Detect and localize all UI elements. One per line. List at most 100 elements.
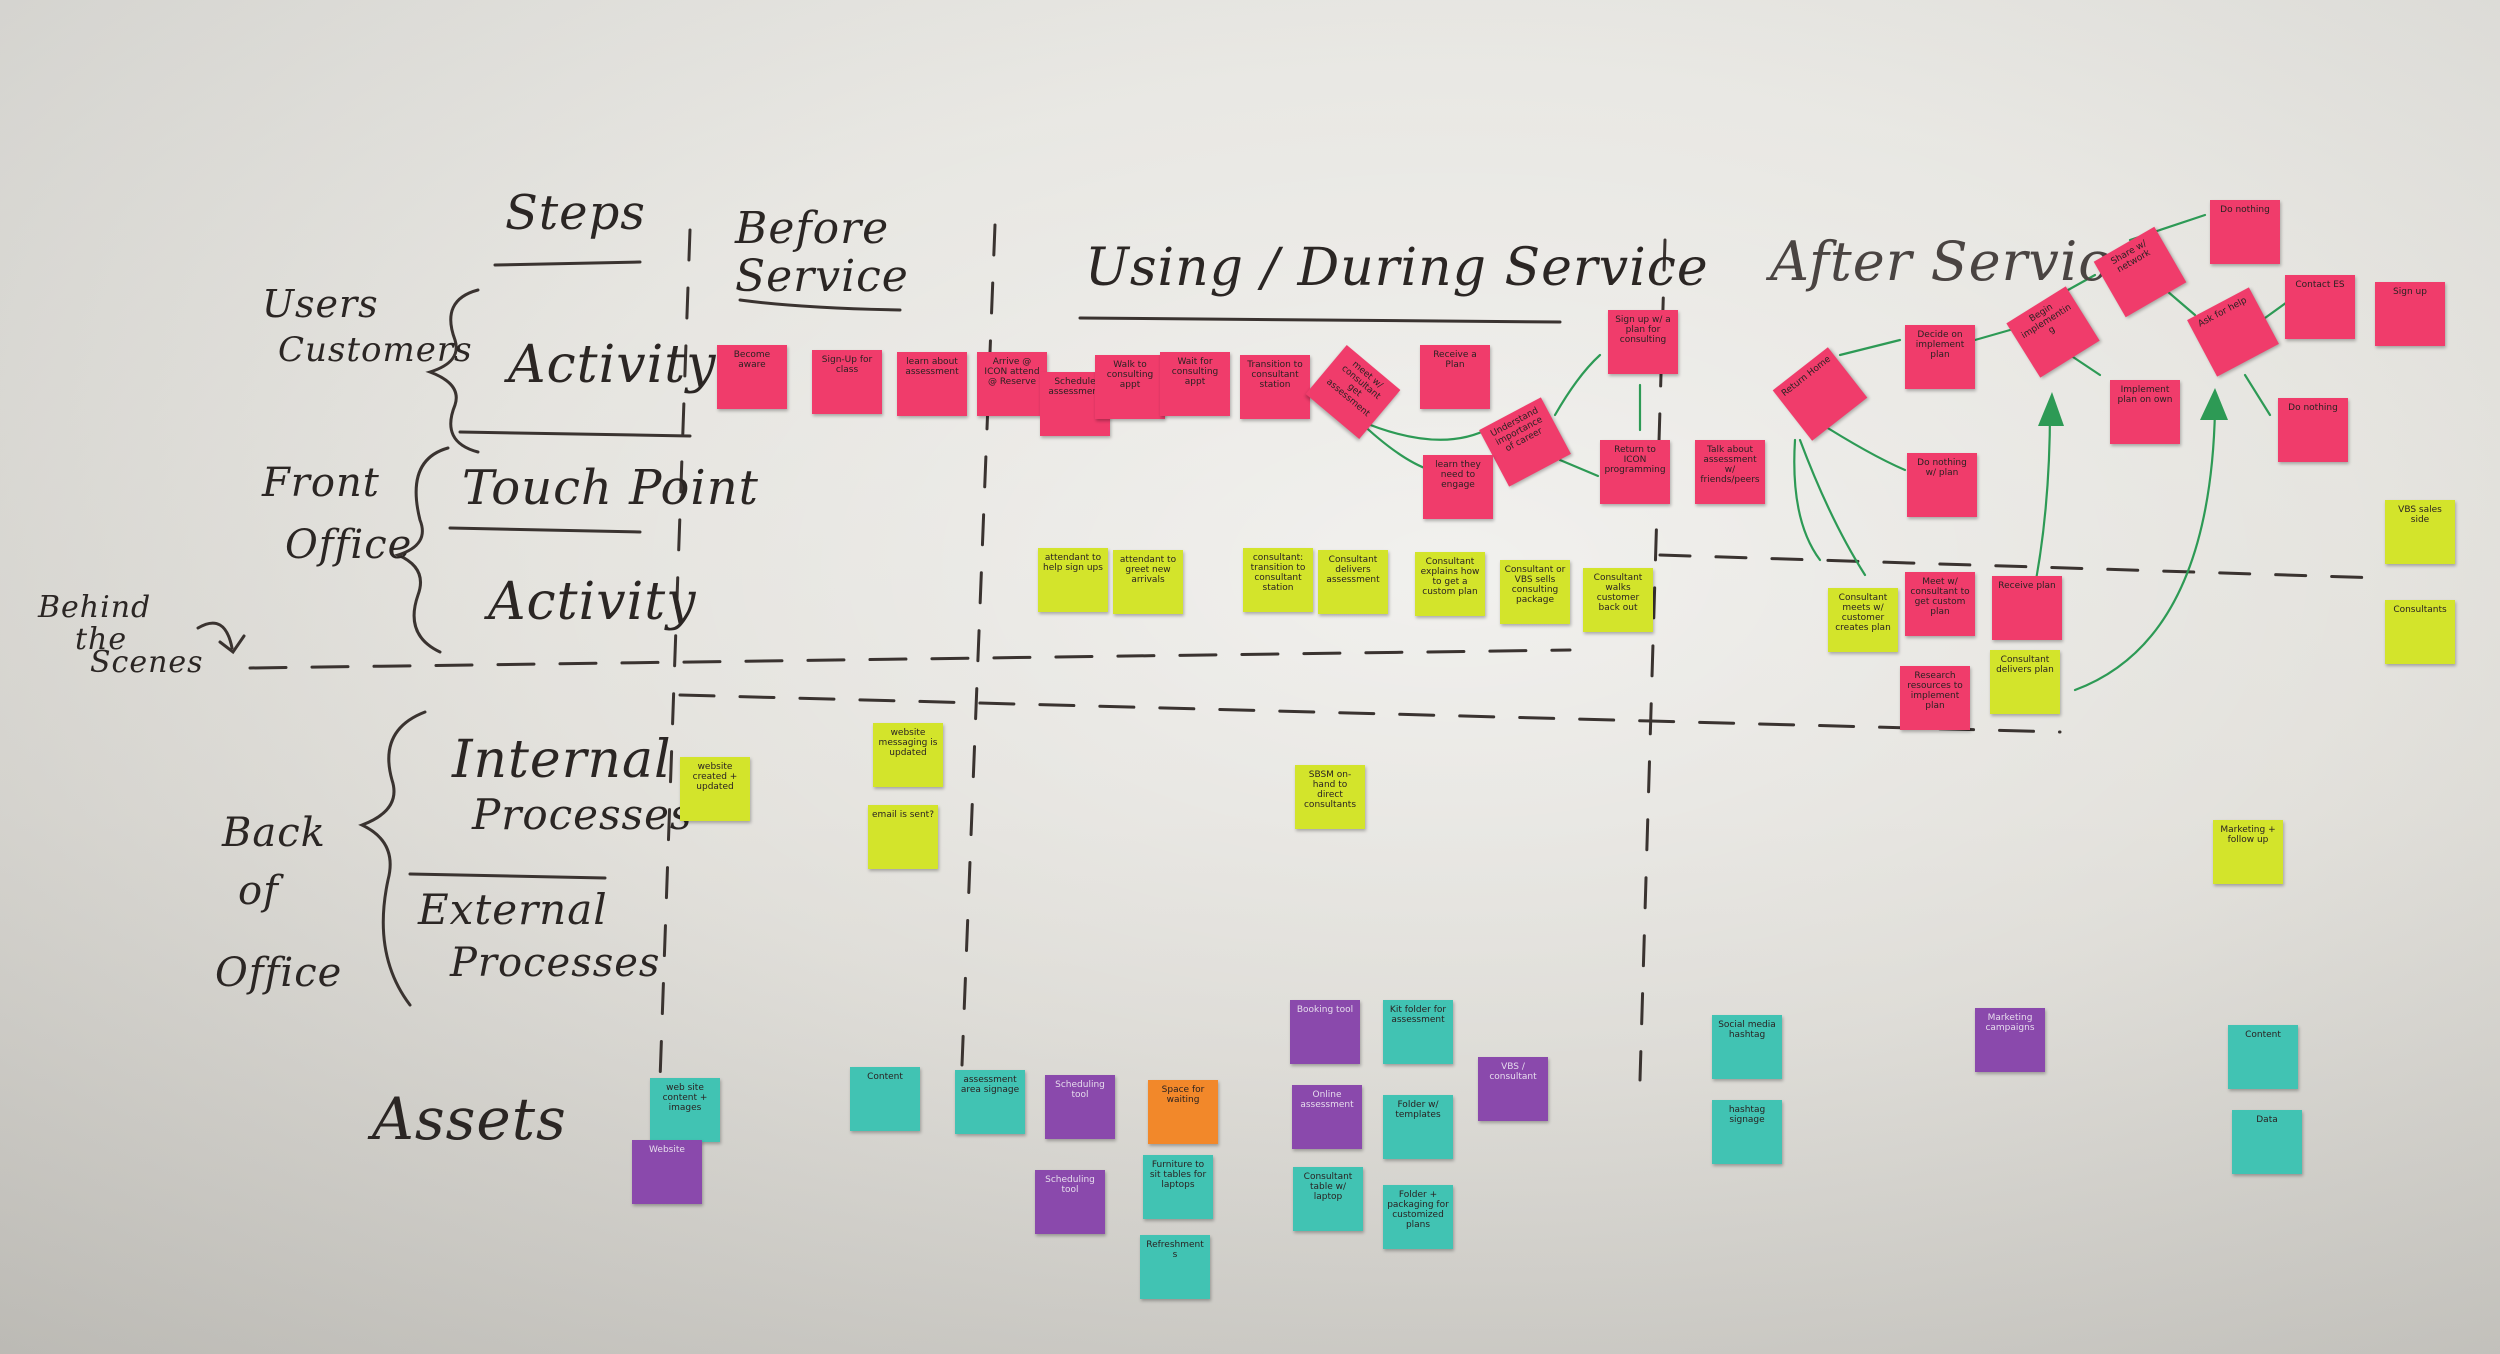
sticky-note-become-aware: Become aware (717, 345, 787, 409)
row-rule-activity (458, 430, 692, 438)
arrow-decide-to-begin (1973, 328, 2012, 342)
row-label-of: of (238, 868, 279, 914)
sticky-note-do-nothing-bottom: Do nothing (2278, 398, 2348, 462)
sticky-note-research-resources: Research resources to implement plan (1900, 666, 1970, 730)
sticky-note-sbsm-on-hand: SBSM on-hand to direct consultants (1295, 765, 1365, 829)
arrow-meet-to-understand (1356, 418, 1492, 441)
sticky-note-do-nothing-plan: Do nothing w/ plan (1907, 453, 1977, 517)
line-of-interaction (678, 693, 2062, 734)
sticky-note-email-sent: email is sent? (868, 805, 938, 869)
sticky-note-wait-for-consulting: Wait for consulting appt (1160, 352, 1230, 416)
row-label-front-activity: Activity (488, 572, 697, 632)
line-of-visibility (248, 648, 1572, 670)
sticky-note-sign-up-far: Sign up (2375, 282, 2445, 346)
sticky-note-hashtag-signage: hashtag signage (1712, 1100, 1782, 1164)
sticky-note-receive-plan-after: Receive plan (1992, 576, 2062, 640)
sticky-note-transition-to-station: Transition to consultant station (1240, 355, 1310, 419)
sticky-note-attendant-sign-ups: attendant to help sign ups (1038, 548, 1108, 612)
sticky-note-attendant-greet: attendant to greet new arrivals (1113, 550, 1183, 614)
row-label-the: the (75, 622, 128, 657)
sticky-note-consultants: Consultants (2385, 600, 2455, 664)
row-label-behind: Behind (38, 590, 152, 625)
sticky-note-vbs-sales: VBS sales side (2385, 500, 2455, 564)
steps-underline (493, 260, 642, 267)
brace-back-office (358, 710, 427, 1007)
row-label-scenes: Scenes (90, 645, 204, 680)
behind-arrowhead (218, 634, 246, 655)
sticky-note-content-before: Content (850, 1067, 920, 1131)
sticky-note-meet-custom-plan: Meet w/ consultant to get custom plan (1905, 572, 1975, 636)
sticky-note-social-media: Social media hashtag (1712, 1015, 1782, 1079)
sticky-note-furniture: Furniture to sit tables for laptops (1143, 1155, 1213, 1219)
sticky-note-implement-on-own: Implement plan on own (2110, 380, 2180, 444)
sticky-note-website-created: website created + updated (680, 757, 750, 821)
arrow-returnhome-to-meet (1798, 438, 1867, 577)
row-label-back: Back (222, 810, 326, 856)
sticky-note-consultant-table: Consultant table w/ laptop (1293, 1167, 1363, 1231)
row-label-activity: Activity (508, 335, 717, 395)
sticky-note-scheduling-tool-bottom: Scheduling tool (1035, 1170, 1105, 1234)
row-label-internal: Internal (452, 730, 672, 790)
divider-during (960, 223, 997, 1067)
row-rule-touchpoint (448, 526, 642, 534)
sticky-note-walk-to-consulting: Walk to consulting appt (1095, 355, 1165, 419)
arrowhead-plan-up (2038, 392, 2064, 426)
sticky-note-marketing-follow-up: Marketing + follow up (2213, 820, 2283, 884)
behind-arrow (196, 621, 234, 650)
sticky-note-return-to-icon: Return to ICON programming (1600, 440, 1670, 504)
sticky-note-explains-custom-plan: Consultant explains how to get a custom … (1415, 552, 1485, 616)
sticky-note-learn-about-assessment: learn about assessment (897, 352, 967, 416)
heading-steps: Steps (505, 185, 646, 241)
sticky-note-booking-tool: Booking tool (1290, 1000, 1360, 1064)
sticky-note-delivers-assessment: Consultant delivers assessment (1318, 550, 1388, 614)
arrow-returnhome-to-decide (1838, 338, 1902, 357)
after-upper-dash (1658, 553, 2382, 580)
row-label-back-office: Office (215, 950, 343, 996)
row-label-assets: Assets (372, 1085, 567, 1153)
row-label-front: Front (262, 460, 380, 506)
sticky-note-folder-packaging: Folder + packaging for customized plans (1383, 1185, 1453, 1249)
heading-during-service: Using / During Service (1085, 238, 1709, 298)
arrow-understand-to-signup (1553, 353, 1602, 417)
sticky-note-talk-about-assessment: Talk about assessment w/ friends/peers (1695, 440, 1765, 504)
heading-after-service: After Service (1770, 230, 2143, 293)
sticky-note-marketing-campaigns: Marketing campaigns (1975, 1008, 2045, 1072)
row-label-external-processes: Processes (450, 940, 661, 986)
row-rule-internal (408, 872, 607, 880)
sticky-note-receive-plan: Receive a Plan (1420, 345, 1490, 409)
arrowhead-consultant-up (2200, 388, 2228, 420)
sticky-note-delivers-plan: Consultant delivers plan (1990, 650, 2060, 714)
brace-users (425, 288, 480, 454)
row-label-touch-point: Touch Point (462, 460, 759, 516)
heading-before-service: Before Service (735, 203, 909, 302)
divider-before (658, 228, 692, 1082)
sticky-note-vbs-consultant: VBS / consultant (1478, 1057, 1548, 1121)
sticky-note-online-assessment: Online assessment (1292, 1085, 1362, 1149)
sticky-note-content-after: Content (2228, 1025, 2298, 1089)
row-label-external: External (418, 885, 608, 934)
before-underline (738, 298, 902, 312)
sticky-note-data: Data (2232, 1110, 2302, 1174)
sticky-note-walks-customer: Consultant walks customer back out (1583, 568, 1653, 632)
sticky-note-contact-es: Contact ES (2285, 275, 2355, 339)
row-label-customers: Customers (278, 330, 473, 370)
brace-front-office (393, 446, 450, 654)
sticky-note-transition-consultant: consultant: transition to consultant sta… (1243, 548, 1313, 612)
sticky-note-sign-up-plan: Sign up w/ a plan for consulting (1608, 310, 1678, 374)
sticky-note-learn-they-need: learn they need to engage (1423, 455, 1493, 519)
sticky-note-decide-implement: Decide on implement plan (1905, 325, 1975, 389)
row-label-processes: Processes (472, 790, 693, 839)
sticky-note-refreshments: Refreshments (1140, 1235, 1210, 1299)
sticky-note-website-messaging: website messaging is updated (873, 723, 943, 787)
row-label-users: Users (262, 282, 379, 326)
sticky-note-website-content: web site content + images (650, 1078, 720, 1142)
sticky-note-arrive-at-icon: Arrive @ ICON attend @ Reserve (977, 352, 1047, 416)
sticky-note-sign-up: Sign-Up for class (812, 350, 882, 414)
during-underline (1078, 316, 1562, 324)
arrow-understand-to-return (1558, 458, 1600, 478)
sticky-note-folder-templates: Folder w/ templates (1383, 1095, 1453, 1159)
arrow-ask-to-donothing (2243, 373, 2272, 417)
sticky-note-scheduling-tool-top: Scheduling tool (1045, 1075, 1115, 1139)
